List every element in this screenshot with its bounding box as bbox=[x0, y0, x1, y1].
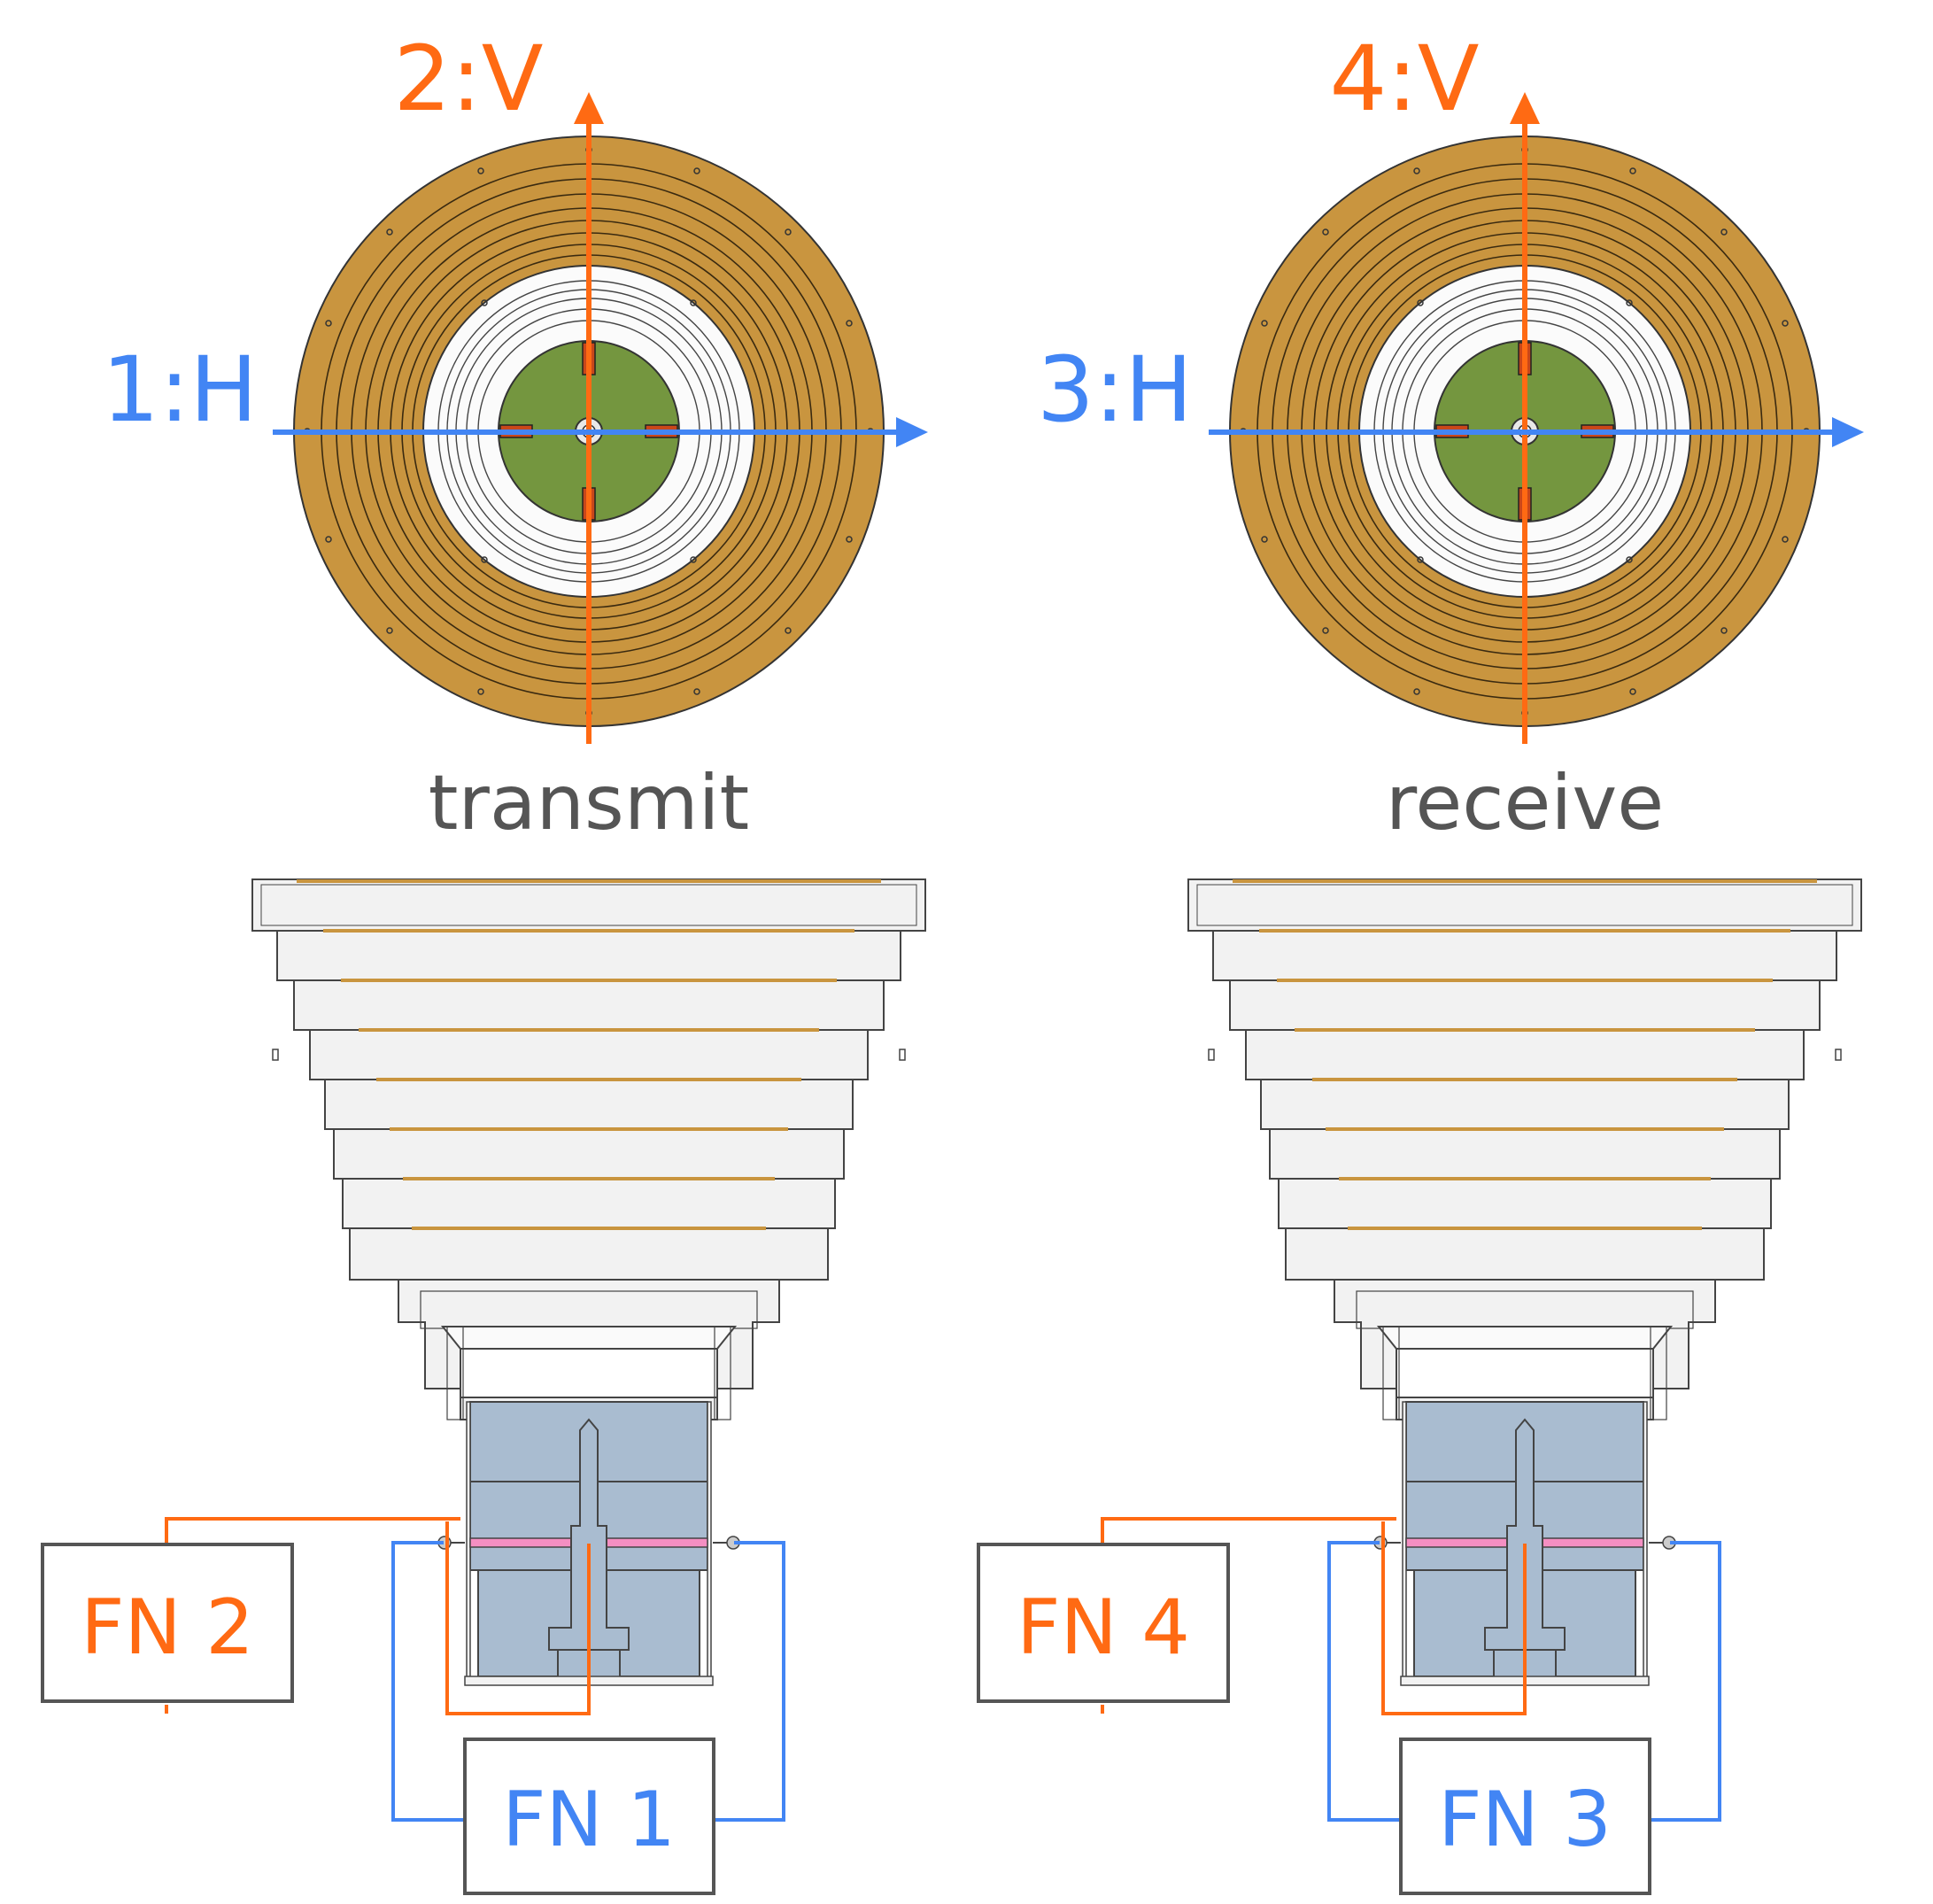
transmit-fn-h-label: FN 1 bbox=[502, 1776, 676, 1864]
transmit-fn1-wire-right bbox=[714, 1541, 785, 1822]
receive-fn4-wire-upper bbox=[1101, 1517, 1396, 1543]
receive-v-axis-label: 4:V bbox=[1329, 27, 1479, 132]
transmit-v-axis-label: 2:V bbox=[393, 27, 543, 132]
receive-h-axis-label: 3:H bbox=[1037, 337, 1193, 443]
receive-v-arrowhead-icon bbox=[1510, 92, 1540, 124]
receive-fn-v-label: FN 4 bbox=[1017, 1583, 1190, 1672]
receive-fn3-wire-left bbox=[1327, 1541, 1402, 1822]
receive-h-arrowhead-icon bbox=[1832, 417, 1864, 447]
transmit-v-arrowhead-icon bbox=[574, 92, 604, 124]
receive-fn4-wire bbox=[1381, 1521, 1527, 1715]
transmit-fn-v-box bbox=[41, 1543, 294, 1703]
receive-fn-h-label: FN 3 bbox=[1438, 1776, 1612, 1864]
transmit-fn2-wire-upper bbox=[165, 1517, 460, 1543]
transmit-h-axis-label: 1:H bbox=[102, 337, 258, 443]
transmit-fn-v-label: FN 2 bbox=[81, 1583, 254, 1672]
receive-caption: receive bbox=[1386, 759, 1664, 848]
transmit-fn1-wire-left bbox=[391, 1541, 466, 1822]
receive-fn-v-box bbox=[977, 1543, 1230, 1703]
receive-fn3-wire-right bbox=[1650, 1541, 1721, 1822]
transmit-fn2-wire bbox=[445, 1521, 591, 1715]
transmit-panel: 2:V 1:H transmit FN 2 FN 1 bbox=[41, 27, 928, 1895]
transmit-h-arrowhead-icon bbox=[896, 417, 928, 447]
transmit-caption: transmit bbox=[429, 759, 749, 848]
receive-panel: 4:V 3:H receive FN 4 FN 3 bbox=[977, 27, 1864, 1895]
transmit-fn-h-box bbox=[463, 1738, 715, 1895]
receive-fn-h-box bbox=[1399, 1738, 1651, 1895]
